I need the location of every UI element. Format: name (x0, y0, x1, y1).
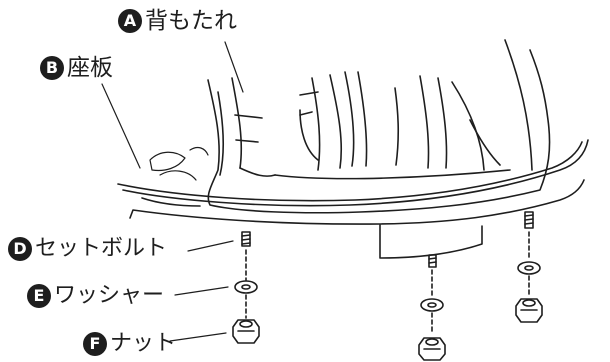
washer-left (234, 280, 258, 319)
label-seat-board: B 座板 (40, 56, 113, 80)
badge-e: E (27, 284, 51, 308)
washer-middle (420, 298, 444, 335)
label-backrest-text: 背もたれ (145, 7, 237, 34)
label-washer: E ワッシャー (27, 284, 164, 308)
label-set-bolt: D セットボルト (8, 237, 167, 261)
seat-inner-detail (149, 146, 209, 181)
nut-middle (418, 337, 446, 361)
badge-f: F (83, 332, 107, 356)
nut-right (515, 298, 543, 323)
badge-b: B (40, 56, 64, 80)
bolt-right (524, 211, 534, 260)
label-backrest: A 背もたれ (118, 9, 237, 33)
bolt-left (241, 231, 251, 281)
badge-a: A (118, 9, 142, 33)
seat-board (117, 139, 589, 259)
label-washer-text: ワッシャー (54, 283, 165, 308)
bolt-middle (428, 254, 437, 297)
nut-left (232, 319, 260, 344)
leader-lines (101, 41, 244, 342)
label-nut-text: ナット (110, 331, 177, 356)
badge-d: D (8, 237, 32, 261)
backrest (207, 39, 551, 214)
washer-right (517, 261, 541, 297)
label-set-bolt-text: セットボルト (35, 236, 168, 261)
label-seat-board-text: 座板 (67, 54, 113, 81)
label-nut: F ナット (83, 332, 176, 356)
